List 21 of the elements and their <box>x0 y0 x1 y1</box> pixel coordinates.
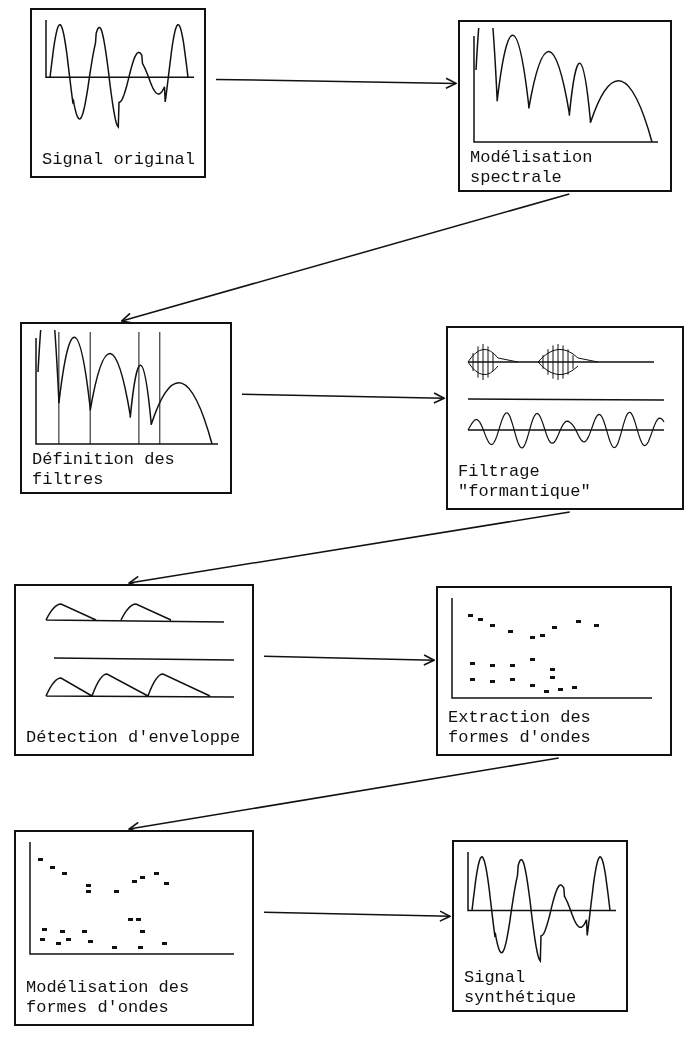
caption-text: Modélisation spectrale <box>470 148 594 188</box>
caption-text: Signal original <box>42 150 196 170</box>
caption-text: Filtrage "formantique" <box>458 462 592 502</box>
caption-text: Définition des filtres <box>32 450 176 490</box>
process-box <box>446 326 684 510</box>
caption-text: Modélisation des formes d'ondes <box>26 978 191 1018</box>
caption-text: Extraction des formes d'ondes <box>448 708 592 748</box>
arrow <box>263 910 451 922</box>
process-box <box>458 20 672 192</box>
caption-text: Détection d'enveloppe <box>26 728 242 748</box>
arrow <box>241 392 445 404</box>
process-box <box>452 840 628 1012</box>
arrow <box>120 193 571 324</box>
caption-text: Signal synthétique <box>464 968 578 1008</box>
process-box <box>30 8 206 178</box>
process-box <box>14 830 254 1026</box>
process-box <box>20 322 232 494</box>
process-box <box>14 584 254 756</box>
arrow <box>215 77 457 90</box>
arrow <box>263 654 435 666</box>
process-box <box>436 586 672 756</box>
